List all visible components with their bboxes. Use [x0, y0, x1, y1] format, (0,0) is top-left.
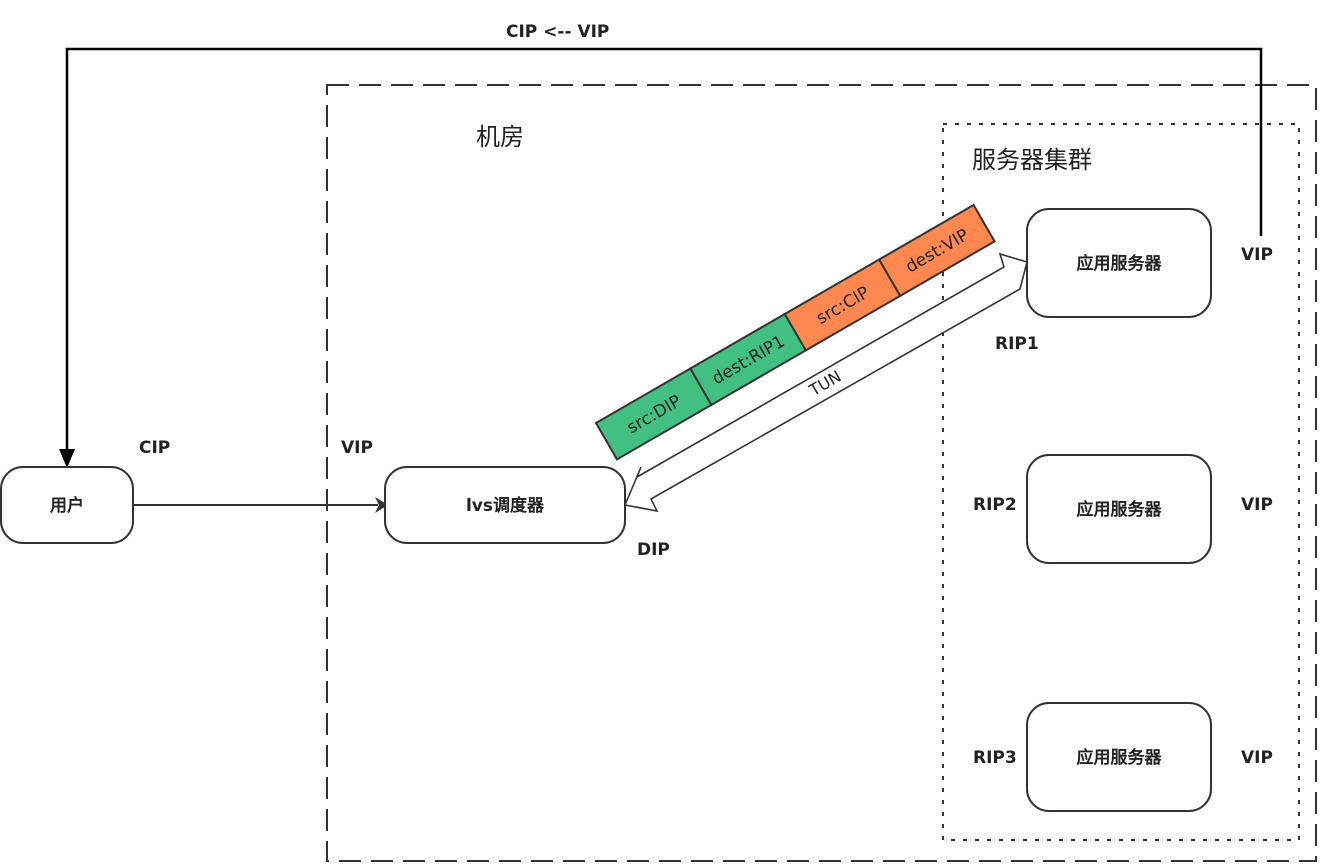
- server-3-rip-label: RIP3: [973, 748, 1017, 768]
- server-3-label: 应用服务器: [1077, 747, 1163, 768]
- server-node-1[interactable]: 应用服务器: [1026, 208, 1212, 318]
- user-cip-label: CIP: [139, 438, 170, 458]
- cluster-zone: [942, 123, 1300, 841]
- datacenter-title: 机房: [476, 123, 524, 151]
- cluster-title: 服务器集群: [972, 146, 1092, 174]
- return-arrowhead-icon: [59, 449, 75, 468]
- server-2-vip-label: VIP: [1241, 495, 1273, 515]
- server-node-2[interactable]: 应用服务器: [1026, 454, 1212, 564]
- return-path-label: CIP <-- VIP: [506, 22, 609, 42]
- user-node[interactable]: 用户: [0, 466, 134, 544]
- request-arrowhead-icon: [375, 497, 388, 513]
- server-1-rip-label: RIP1: [995, 334, 1039, 354]
- datacenter-zone: [326, 84, 1317, 862]
- lvs-label: lvs调度器: [466, 495, 545, 516]
- tunnel-arrow: [623, 252, 1028, 513]
- lvs-node[interactable]: lvs调度器: [384, 466, 626, 544]
- return-path-arrow: [65, 47, 1263, 458]
- server-2-rip-label: RIP2: [973, 495, 1017, 515]
- user-label: 用户: [50, 495, 84, 516]
- server-3-vip-label: VIP: [1241, 748, 1273, 768]
- lvs-dip-label: DIP: [637, 540, 670, 560]
- server-node-3[interactable]: 应用服务器: [1026, 702, 1212, 812]
- server-2-label: 应用服务器: [1077, 499, 1163, 520]
- lvs-vip-label: VIP: [341, 438, 373, 458]
- server-1-label: 应用服务器: [1077, 253, 1163, 274]
- server-1-vip-label: VIP: [1241, 245, 1273, 265]
